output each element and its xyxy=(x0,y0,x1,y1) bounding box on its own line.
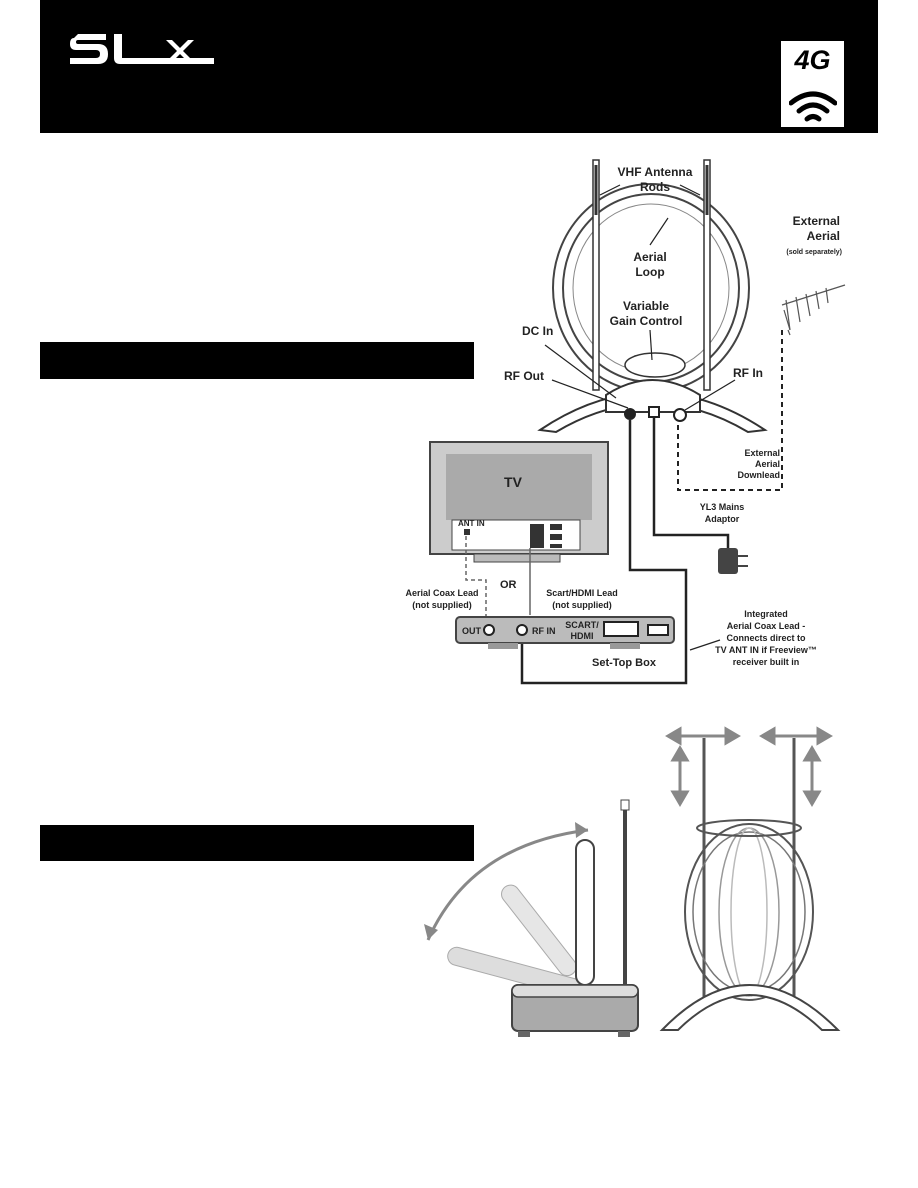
label-aerial-loop: Aerial xyxy=(633,250,666,264)
label-variable-gain: Gain Control xyxy=(610,314,683,328)
label-ant-in: ANT IN xyxy=(458,519,485,528)
label-integrated-lead: Aerial Coax Lead - xyxy=(727,621,806,631)
label-external-aerial: Aerial xyxy=(807,229,840,243)
label-aerial-coax-lead: Aerial Coax Lead xyxy=(405,588,478,598)
section-heading-bar xyxy=(40,342,474,379)
badge-label: 4G xyxy=(794,45,831,75)
label-dc-in: DC In xyxy=(522,324,553,338)
label-not-supplied: (not supplied) xyxy=(552,600,612,610)
label-variable-gain: Variable xyxy=(623,299,669,313)
label-scart-hdmi-lead: Scart/HDMI Lead xyxy=(546,588,618,598)
label-stb-scart: SCART/ xyxy=(565,620,599,630)
label-rf-out: RF Out xyxy=(504,369,544,383)
label-mains-adaptor: Adaptor xyxy=(705,514,740,524)
slx-logo xyxy=(70,34,214,64)
label-aerial-loop: Loop xyxy=(635,265,664,279)
label-stb-out: OUT xyxy=(462,626,482,636)
section-heading-bar xyxy=(40,825,474,861)
label-external-downlead: External xyxy=(744,448,780,458)
label-external-downlead: Downlead xyxy=(737,470,780,480)
label-integrated-lead: Connects direct to xyxy=(726,633,806,643)
wifi-icon xyxy=(789,91,837,122)
label-vhf-rods: Rods xyxy=(640,180,670,194)
label-stb-rf-in: RF IN xyxy=(532,626,556,636)
label-not-supplied: (not supplied) xyxy=(412,600,472,610)
label-stb-scart: HDMI xyxy=(571,631,594,641)
label-external-aerial: External xyxy=(793,214,840,228)
label-integrated-lead: Integrated xyxy=(744,609,788,619)
label-integrated-lead: TV ANT IN if Freeview™ xyxy=(715,645,817,655)
label-set-top-box: Set-Top Box xyxy=(592,657,657,669)
label-integrated-lead: receiver built in xyxy=(733,657,800,667)
label-tv: TV xyxy=(504,474,523,490)
label-vhf-rods: VHF Antenna xyxy=(618,165,693,179)
4g-wifi-badge: 4G xyxy=(781,41,844,127)
label-sold-separately: (sold separately) xyxy=(786,249,842,256)
label-mains-adaptor: YL3 Mains xyxy=(700,502,745,512)
label-or: OR xyxy=(500,579,517,591)
label-rf-in: RF In xyxy=(733,366,763,380)
header-bar: 4G xyxy=(40,0,878,133)
label-external-downlead: Aerial xyxy=(755,459,780,469)
